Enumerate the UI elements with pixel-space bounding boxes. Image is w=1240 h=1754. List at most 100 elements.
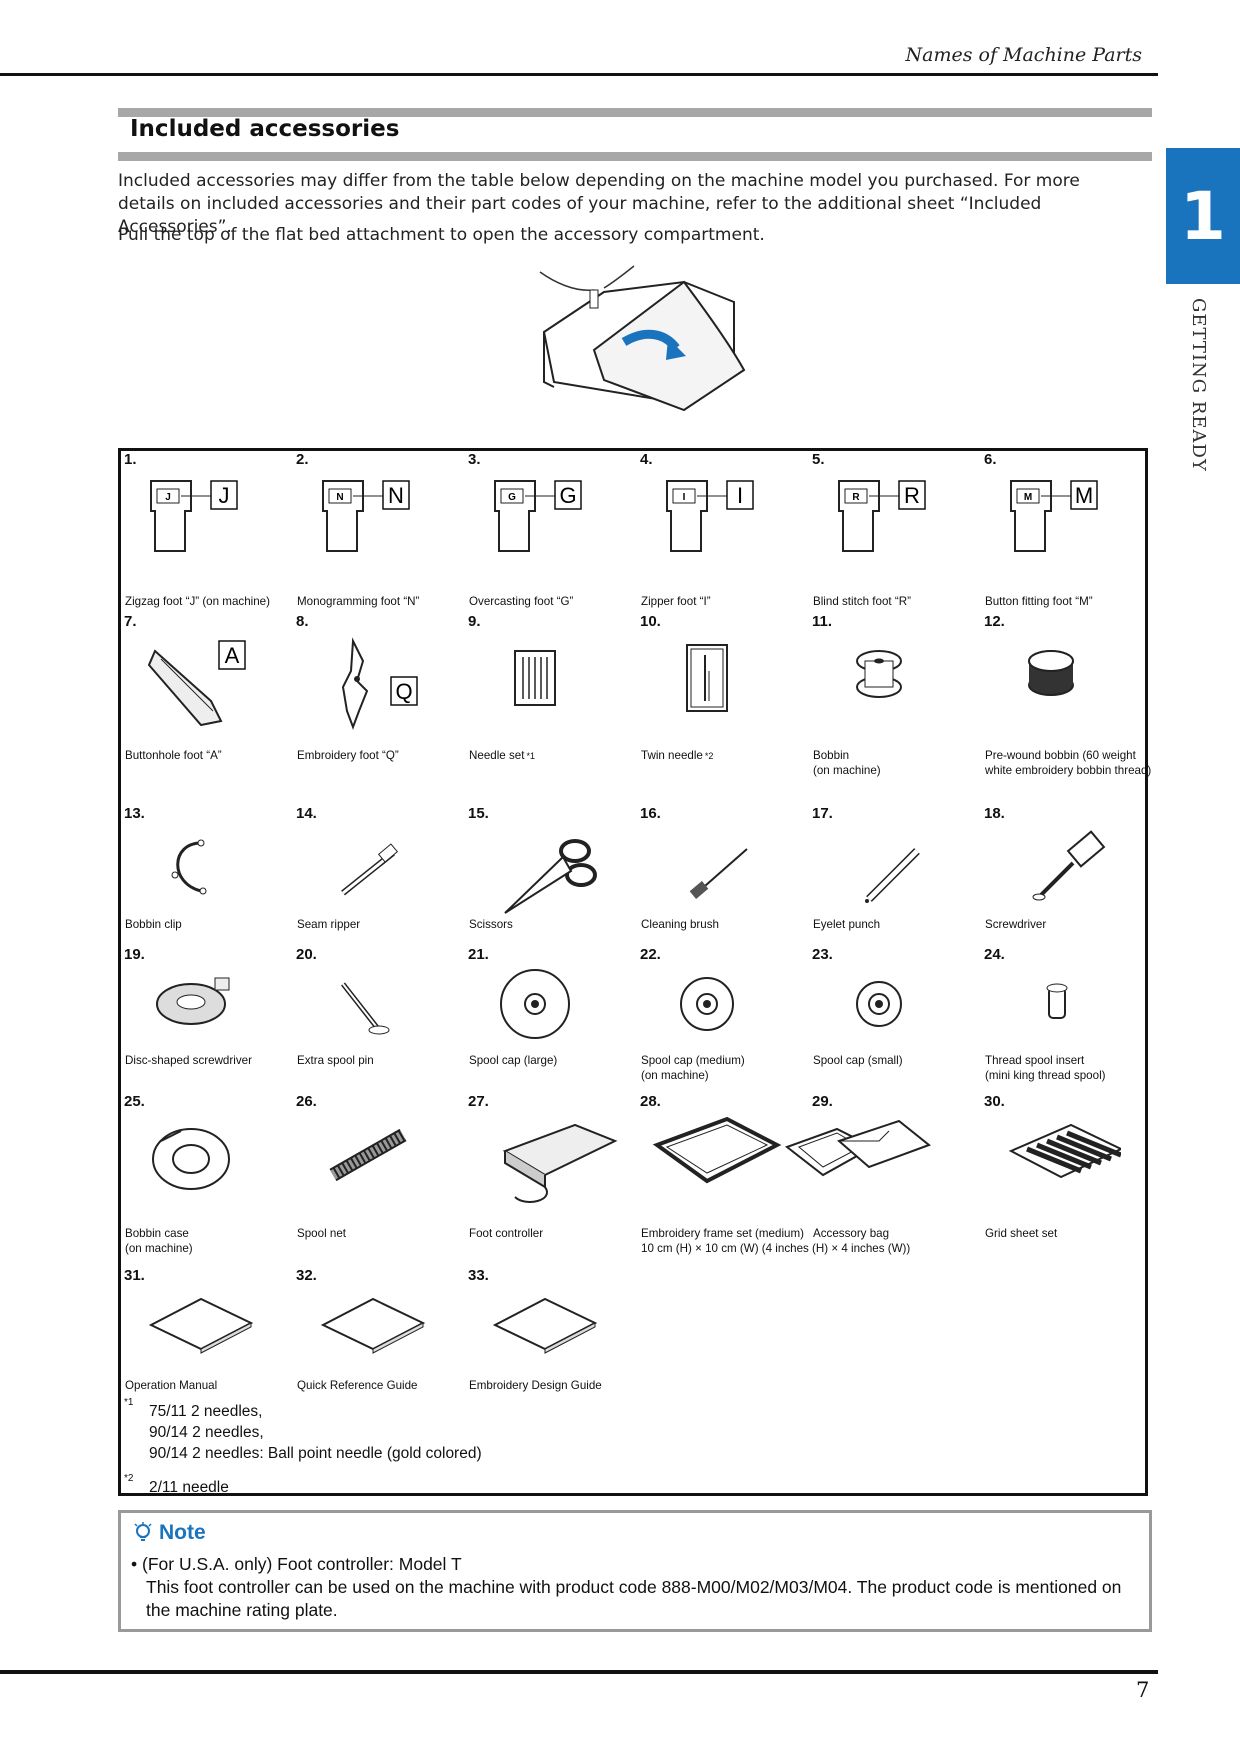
item-label-text: Blind stitch foot “R”	[813, 595, 911, 608]
item-label-text: Scissors	[469, 918, 513, 931]
accessory-bag-icon	[837, 1119, 932, 1169]
item-label-text: Embroidery foot “Q”	[297, 749, 399, 762]
manual-icon	[492, 1297, 598, 1354]
spool-insert-icon	[1046, 983, 1068, 1019]
item-number: 15.	[468, 805, 489, 822]
item-label-text: Seam ripper	[297, 918, 361, 931]
accessory-item: 5. R R Blind stitch foot “R”	[809, 451, 980, 613]
item-label-text: Embroidery Design Guide	[469, 1379, 602, 1392]
item-label: Overcasting foot “G”	[469, 595, 641, 610]
embroidery-frame-icon	[652, 1116, 876, 1184]
chapter-tab: 1	[1166, 148, 1240, 284]
item-label: Spool cap (medium) (on machine)	[641, 1054, 813, 1083]
lightbulb-icon	[134, 1522, 152, 1541]
item-number: 25.	[124, 1093, 145, 1110]
footer-rule	[0, 1670, 1158, 1674]
svg-text:G: G	[559, 483, 576, 508]
item-number: 24.	[984, 946, 1005, 963]
item-label-text: Disc-shaped screwdriver	[125, 1054, 252, 1067]
item-label-text: Twin needle	[641, 749, 703, 762]
item-label: Scissors	[469, 918, 641, 933]
item-label-text: Spool cap (large)	[469, 1054, 558, 1067]
item-label: Zipper foot “I”	[641, 595, 813, 610]
item-label-text: Needle set	[469, 749, 525, 762]
section-bar-top	[118, 108, 1152, 117]
accessory-item: 31.Operation Manual	[121, 1267, 292, 1407]
item-label: Spool cap (large)	[469, 1054, 641, 1069]
item-number: 1.	[124, 451, 137, 468]
item-label: Zigzag foot “J” (on machine)	[125, 595, 297, 610]
svg-text:R: R	[852, 492, 860, 503]
twin-needle-icon	[686, 644, 728, 712]
item-number: 8.	[296, 613, 309, 630]
note-heading: Note	[133, 1521, 206, 1545]
item-label: Spool net	[297, 1227, 469, 1242]
item-label-text: Screwdriver	[985, 918, 1047, 931]
item-label-text: Accessory bag	[813, 1227, 890, 1240]
item-label: Cleaning brush	[641, 918, 813, 933]
item-label-text: Spool net	[297, 1227, 346, 1240]
item-label: Embroidery frame set (medium) 10 cm (H) …	[641, 1227, 971, 1256]
item-label-text: Spool cap (medium) (on machine)	[641, 1054, 745, 1082]
bobbin-clip-icon	[171, 839, 207, 895]
accessory-item: 26.Spool net	[293, 1093, 464, 1267]
svg-text:J: J	[165, 492, 171, 503]
svg-text:J: J	[219, 483, 230, 508]
accessory-item: 19.Disc-shaped screwdriver	[121, 946, 292, 1093]
svg-text:N: N	[388, 483, 404, 508]
item-number: 30.	[984, 1093, 1005, 1110]
svg-text:A: A	[225, 643, 240, 668]
cleaning-brush-icon	[689, 848, 748, 899]
spool-cap-large-icon	[500, 969, 570, 1039]
disc-screwdriver-icon	[156, 977, 230, 1025]
item-label: Spool cap (small)	[813, 1054, 985, 1069]
item-label: Bobbin case (on machine)	[125, 1227, 297, 1256]
svg-text:R: R	[904, 483, 920, 508]
footnote-line: 90/14 2 needles: Ball point needle (gold…	[149, 1445, 482, 1462]
item-label: Pre-wound bobbin (60 weight white embroi…	[985, 749, 1157, 778]
item-number: 33.	[468, 1267, 489, 1284]
item-number: 22.	[640, 946, 661, 963]
accessory-item: 12.Pre-wound bobbin (60 weight white emb…	[981, 613, 1152, 805]
accessory-item: 14. Seam ripper	[293, 805, 464, 946]
accessory-item: 28.Embroidery frame set (medium) 10 cm (…	[637, 1093, 910, 1267]
item-number: 10.	[640, 613, 661, 630]
item-number: 9.	[468, 613, 481, 630]
item-label: Embroidery foot “Q”	[297, 749, 469, 764]
svg-text:G: G	[508, 492, 516, 503]
accessory-item: 16.Cleaning brush	[637, 805, 808, 946]
item-number: 11.	[812, 613, 833, 630]
item-label-text: Bobbin (on machine)	[813, 749, 881, 777]
note-line: (For U.S.A. only) Foot controller: Model…	[142, 1554, 462, 1574]
item-label: Grid sheet set	[985, 1227, 1157, 1242]
item-label-text: Monogramming foot “N”	[297, 595, 420, 608]
accessory-item: 32.Quick Reference Guide	[293, 1267, 464, 1407]
accessory-item: 11. Bobbin (on machine)	[809, 613, 980, 805]
accessory-item: 29. Accessory bag	[809, 1093, 980, 1267]
spool-net-icon	[329, 1128, 407, 1182]
grid-sheet-icon	[1008, 1123, 1121, 1179]
item-label-text: Pre-wound bobbin (60 weight white embroi…	[985, 749, 1152, 777]
item-number: 29.	[812, 1093, 833, 1110]
accessory-item: 30.Grid sheet set	[981, 1093, 1152, 1267]
item-number: 5.	[812, 451, 825, 468]
item-number: 17.	[812, 805, 833, 822]
item-label-text: Spool cap (small)	[813, 1054, 903, 1067]
item-label-text: Thread spool insert (mini king thread sp…	[985, 1054, 1106, 1082]
manual-icon	[320, 1297, 426, 1354]
footnote-mark-1: *1	[124, 1397, 134, 1408]
bobbin-case-icon	[152, 1128, 230, 1190]
eyelet-punch-icon	[865, 848, 920, 903]
accessory-item: 10.Twin needle*2	[637, 613, 808, 805]
item-number: 14.	[296, 805, 317, 822]
item-label-text: Zigzag foot “J” (on machine)	[125, 595, 270, 608]
chapter-label: GETTING READY	[1188, 298, 1209, 472]
